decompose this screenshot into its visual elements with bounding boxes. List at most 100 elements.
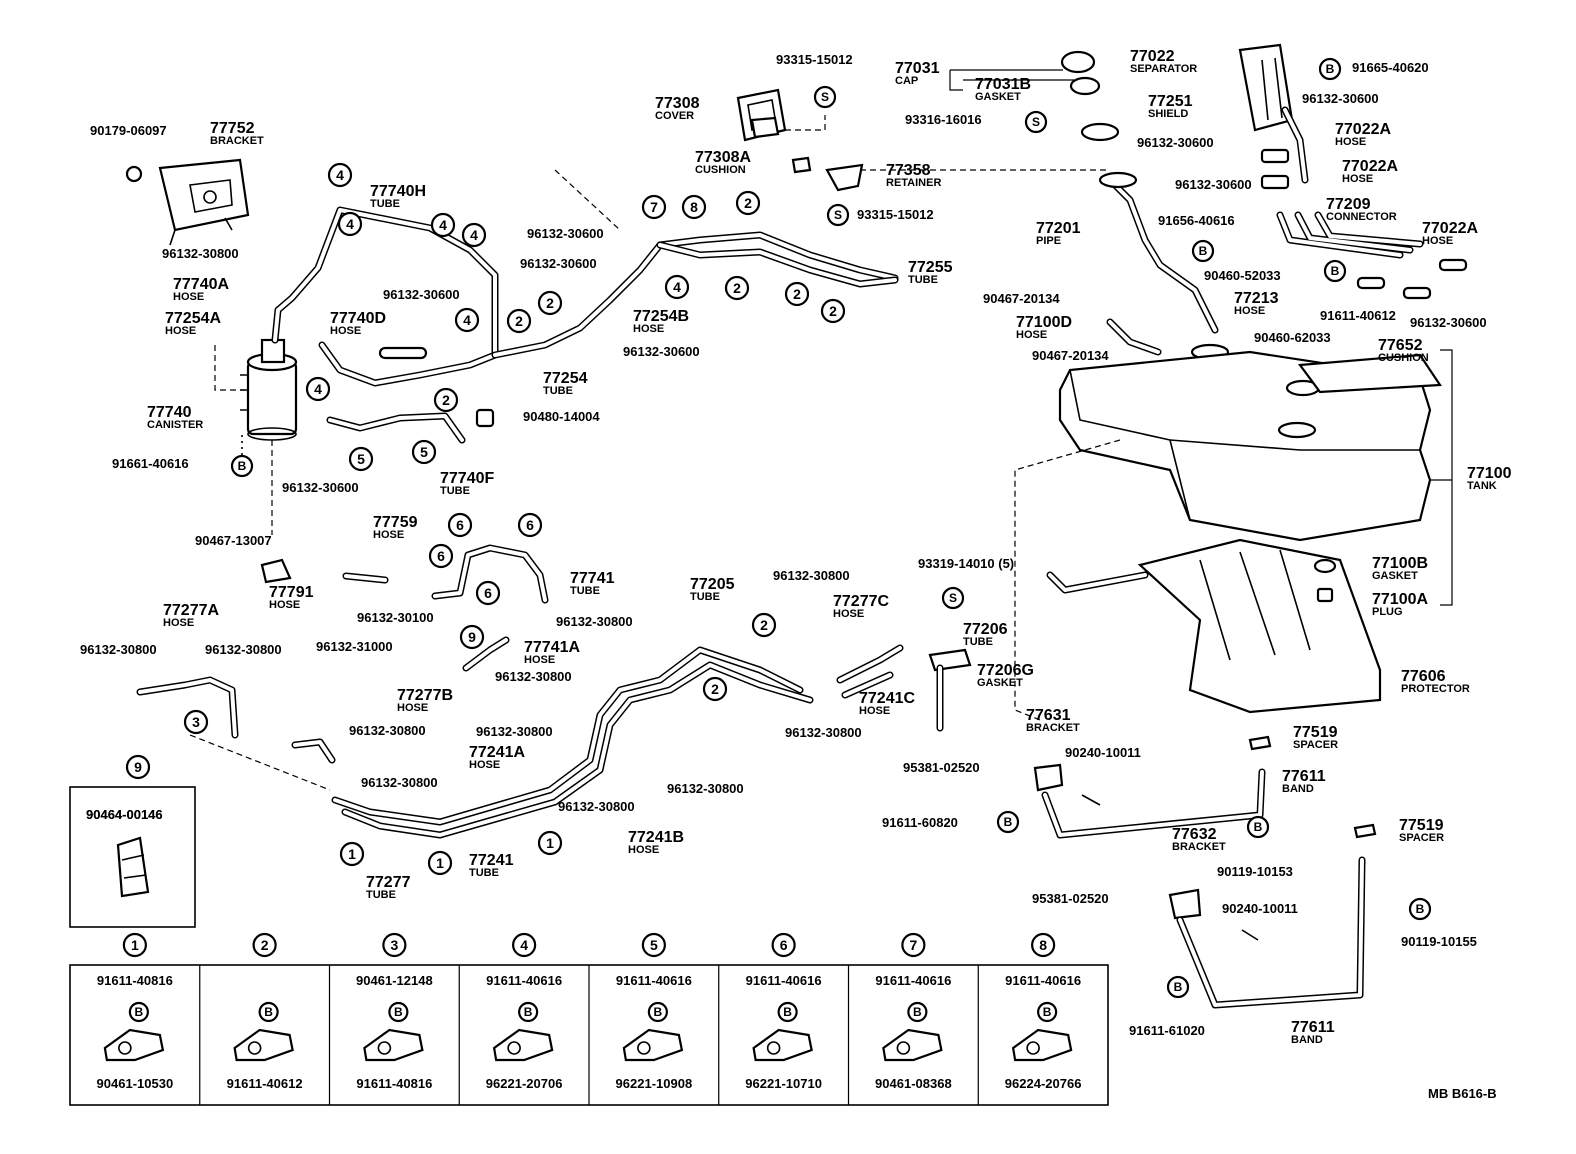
symbol-ring [1024, 110, 1048, 134]
callout-ring [506, 308, 532, 334]
part-label: 77752 [210, 120, 255, 137]
legend-bolt-letter: B [264, 1005, 273, 1019]
part-label: 93315-15012 [776, 52, 853, 67]
part-name-label: CAP [895, 75, 918, 87]
symbol-ring [1191, 239, 1215, 263]
part-label: 91661-40616 [112, 456, 189, 471]
inset-9-number: 9 [134, 759, 142, 775]
callout-number: 4 [346, 216, 354, 232]
part-label: 77759 [373, 514, 418, 531]
legend-top-part: 91611-40616 [486, 973, 562, 988]
legend-number: 8 [1039, 937, 1047, 953]
callout-number: 8 [690, 199, 698, 215]
part-name-label: HOSE [1016, 329, 1047, 341]
callout-number: 2 [744, 195, 752, 211]
legend-bolt-icon [258, 1001, 279, 1023]
callout-ring [537, 830, 563, 856]
legend-top-part: 91611-40816 [97, 973, 173, 988]
symbol-ring [230, 454, 254, 478]
part-label: 96132-30600 [1137, 135, 1214, 150]
part-name-label: SEPARATOR [1130, 63, 1197, 75]
callout-circle: 7 [641, 194, 667, 220]
legend-number-ring [771, 932, 796, 958]
part-label: 90240-10011 [1222, 901, 1298, 916]
callout-number: 6 [437, 548, 445, 564]
part-label: 77206 [963, 621, 1008, 638]
callout-ring [339, 841, 365, 867]
bolt-icon: B [230, 454, 254, 478]
part-label: 90460-62033 [1254, 330, 1331, 345]
part-label: 77740D [330, 310, 386, 327]
legend-number: 4 [520, 937, 528, 953]
part-label: 77241 [469, 852, 514, 869]
callout-circle: 2 [537, 290, 563, 316]
cover-77308-drawing [736, 88, 864, 192]
part-name-label: BAND [1282, 783, 1314, 795]
part-name-label: BRACKET [1172, 841, 1226, 853]
inset-9-part: 90464-00146 [86, 807, 163, 822]
legend-number: 1 [131, 937, 139, 953]
part-label: 77254 [543, 370, 588, 387]
callout-circle: 2 [751, 612, 777, 638]
part-name-label: GASKET [975, 91, 1021, 103]
part-label: 77308 [655, 95, 700, 112]
part-label: 77031B [975, 76, 1031, 93]
part-name-label: HOSE [165, 325, 196, 337]
symbol-letter: S [821, 90, 829, 104]
clip-drawing [882, 1028, 943, 1062]
part-label: 93315-15012 [857, 207, 934, 222]
part-name-label: SHIELD [1148, 108, 1188, 120]
clip-9-drawing [116, 836, 150, 898]
legend-bolt-letter: B [654, 1005, 663, 1019]
part-label: 77100D [1016, 314, 1072, 331]
legend-bolt-icon [647, 1001, 668, 1023]
callout-ring [433, 387, 459, 413]
callout-ring [751, 612, 777, 638]
symbol-letter: B [1199, 244, 1208, 258]
callout-ring [337, 211, 363, 237]
callout-circle: 6 [428, 543, 454, 569]
part-label: 95381-02520 [903, 760, 980, 775]
part-name-label: CUSHION [695, 164, 746, 176]
part-label: 77241C [859, 690, 915, 707]
part-name-label: HOSE [469, 759, 500, 771]
part-name-label: TUBE [440, 485, 470, 497]
callout-circle: 1 [427, 850, 453, 876]
part-name-label: HOSE [1342, 173, 1373, 185]
part-label: 77205 [690, 576, 735, 593]
fuel-tank-77100-drawing [1058, 350, 1442, 542]
part-name-label: GASKET [1372, 570, 1418, 582]
legend-number-ring [252, 932, 277, 958]
legend-top-part: 91611-40616 [616, 973, 692, 988]
callout-circle: 2 [702, 676, 728, 702]
legend-top-part: 90461-12148 [356, 973, 433, 988]
part-name-label: HOSE [1335, 136, 1366, 148]
part-label: 90119-10155 [1401, 934, 1477, 949]
callout-number: 1 [436, 855, 444, 871]
callout-circle: 2 [820, 298, 846, 324]
legend-bolt-icon [777, 1001, 798, 1023]
callout-circle: 2 [506, 308, 532, 334]
bracket-77752-drawing [125, 158, 250, 246]
part-name-label: HOSE [1422, 235, 1453, 247]
callout-number: 1 [546, 835, 554, 851]
part-name-label: TANK [1467, 480, 1497, 492]
symbol-letter: B [1174, 980, 1183, 994]
part-label: 93316-16016 [905, 112, 982, 127]
part-label: 96132-31000 [316, 639, 393, 654]
legend-bolt-letter: B [1043, 1005, 1052, 1019]
part-label: 96132-30800 [667, 781, 744, 796]
part-label: 96132-30600 [623, 344, 700, 359]
part-name-label: SPACER [1399, 832, 1444, 844]
part-label: 90460-52033 [1204, 268, 1281, 283]
part-name-label: BAND [1291, 1034, 1323, 1046]
part-name-label: HOSE [173, 291, 204, 303]
legend-bottom-part: 90461-10530 [97, 1076, 174, 1091]
part-name-label: PROTECTOR [1401, 683, 1470, 695]
part-label: 96132-30600 [383, 287, 460, 302]
callout-ring [427, 850, 453, 876]
callout-ring [537, 290, 563, 316]
callout-number: 2 [546, 295, 554, 311]
